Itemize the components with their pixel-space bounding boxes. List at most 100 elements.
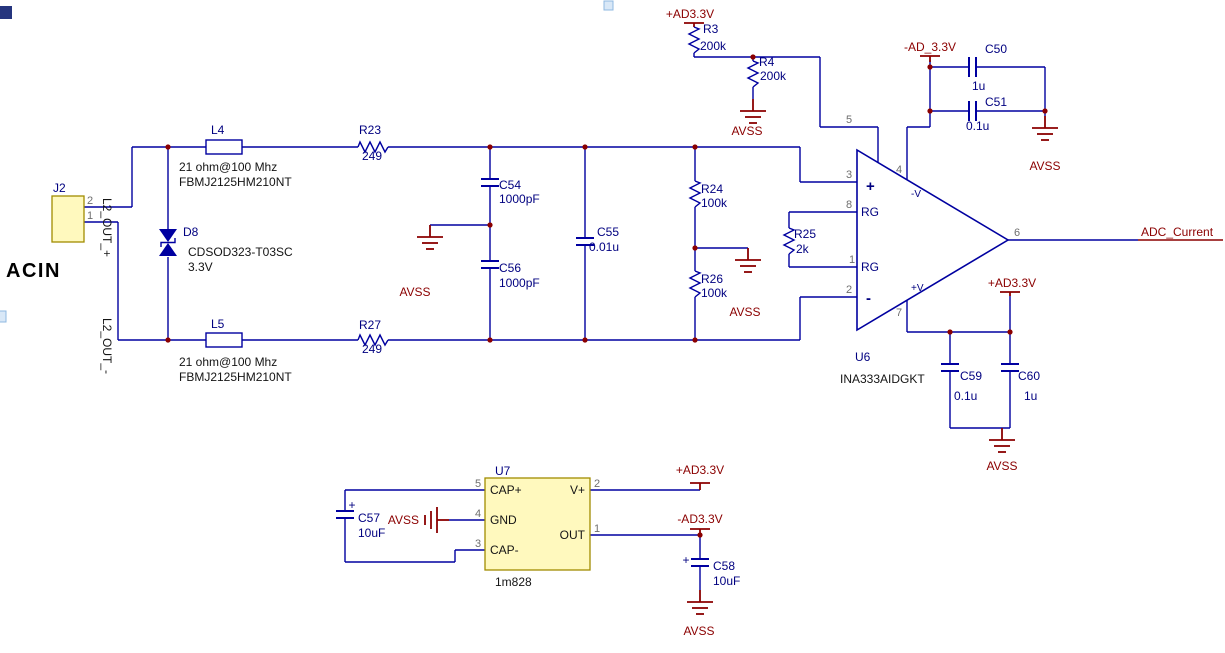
r23-zigzag — [357, 140, 389, 154]
c56-ref: C56 — [499, 261, 521, 275]
d8-part: CDSOD323-T03SC — [188, 245, 293, 259]
r25-ref: R25 — [794, 227, 816, 241]
l5-body[interactable] — [205, 332, 243, 348]
c57-value: 10uF — [358, 526, 385, 540]
resistor-r24[interactable]: R24 100k — [688, 180, 728, 210]
gnd-label-divider: AVSS — [731, 124, 762, 138]
d8-ref: D8 — [183, 225, 199, 239]
ground-avss-c59-c60[interactable]: AVSS — [986, 428, 1018, 473]
power-port-ad33-u7[interactable]: +AD3.3V — [676, 463, 724, 490]
net-label-acin: ACIN — [6, 260, 61, 282]
resistor-r23[interactable]: R23 249 — [357, 123, 389, 163]
u6-part: INA333AIDGKT — [840, 372, 925, 386]
c59-ref: C59 — [960, 369, 982, 383]
r3-ref: R3 — [703, 22, 719, 36]
u6-pin-name-vneg: -V — [911, 189, 921, 200]
r3-value: 200k — [700, 39, 727, 53]
net-label-ad33-divider: +AD3.3V — [666, 7, 714, 21]
c50-ref: C50 — [985, 42, 1007, 56]
tvs-diode-d8[interactable]: D8 CDSOD323-T03SC 3.3V — [159, 225, 293, 274]
opamp-triangle[interactable] — [856, 148, 1010, 332]
u7-pin2-number: 2 — [594, 478, 600, 490]
r23-ref: R23 — [359, 123, 381, 137]
u7-pin-name-gnd: GND — [490, 513, 517, 527]
power-port-ad33-opamp[interactable]: +AD3.3V — [988, 276, 1036, 296]
u7-part: 1m828 — [495, 575, 532, 589]
ferrite-bead-l4[interactable]: L4 21 ohm@100 Mhz FBMJ2125HM210NT — [179, 123, 292, 189]
u6-ref: U6 — [855, 350, 871, 364]
r24-zigzag — [688, 180, 702, 208]
c60-ref: C60 — [1018, 369, 1040, 383]
r26-value: 100k — [701, 286, 728, 300]
ground-avss-u7-rotated[interactable]: AVSS — [388, 507, 449, 533]
u6-pin-name-minus: - — [866, 290, 871, 307]
r25-zigzag — [782, 227, 796, 255]
c57-polarity: + — [348, 498, 355, 512]
u7-body[interactable] — [484, 477, 591, 571]
gnd-label-c54: AVSS — [399, 285, 430, 299]
l5-part: FBMJ2125HM210NT — [179, 370, 292, 384]
u7-pin-name-cap-neg: CAP- — [490, 543, 519, 557]
ui-artifact-top-center — [603, 0, 614, 11]
capacitor-c54[interactable]: C54 1000pF — [481, 178, 540, 206]
ground-avss-r24-r26[interactable]: AVSS — [729, 248, 761, 319]
power-port-ad33neg-u7[interactable]: -AD3.3V — [677, 512, 723, 535]
l4-body[interactable] — [205, 139, 243, 155]
ui-artifact-left-edge — [0, 310, 7, 323]
u6-pin5-number: 5 — [846, 114, 852, 126]
d8-tvs-bar — [160, 238, 176, 247]
power-port-ad33neg-top[interactable]: -AD_3.3V — [904, 40, 956, 62]
c51-value: 0.1u — [966, 119, 989, 133]
ground-avss-c50-c51[interactable]: AVSS — [1029, 116, 1061, 173]
ground-avss-c54[interactable]: AVSS — [399, 225, 443, 299]
j2-body[interactable] — [51, 195, 85, 243]
l5-desc: 21 ohm@100 Mhz — [179, 355, 277, 369]
resistor-r25[interactable]: R25 2k — [782, 227, 816, 256]
resistor-r26[interactable]: R26 100k — [688, 270, 728, 300]
capacitor-c55[interactable]: C55 0.01u — [576, 225, 619, 254]
ground-avss-c58[interactable]: AVSS — [683, 590, 715, 638]
d8-top-triangle — [159, 229, 177, 242]
ground-avss-divider[interactable]: AVSS — [731, 99, 766, 138]
u7-pin3-number: 3 — [475, 538, 481, 550]
r4-ref: R4 — [759, 55, 775, 69]
u6-pin4-number: 4 — [896, 164, 902, 176]
capacitor-c56[interactable]: C56 1000pF — [481, 260, 540, 290]
gnd-label-c50-c51: AVSS — [1029, 159, 1060, 173]
l4-ref: L4 — [211, 123, 225, 137]
capacitor-c60[interactable]: C60 1u — [1001, 363, 1040, 403]
u7-pin-name-vpos: V+ — [570, 483, 585, 497]
resistor-r27[interactable]: R27 249 — [357, 318, 389, 356]
junction-dots — [165, 54, 1048, 538]
capacitor-c51[interactable]: C51 0.1u — [966, 95, 1007, 133]
ferrite-bead-l5[interactable]: L5 21 ohm@100 Mhz FBMJ2125HM210NT — [179, 317, 292, 384]
r26-zigzag — [688, 270, 702, 298]
r27-ref: R27 — [359, 318, 381, 332]
opamp-u6[interactable]: + - RG RG -V +V 5 3 8 1 2 4 7 6 U6 INA33… — [840, 114, 1223, 386]
u6-pin2-number: 2 — [846, 284, 852, 296]
charge-pump-u7[interactable]: U7 1m828 CAP+ GND CAP- V+ OUT 5 4 3 2 1 — [475, 464, 600, 589]
power-port-ad33-divider[interactable]: +AD3.3V — [666, 7, 714, 27]
u6-pin8-number: 8 — [846, 199, 852, 211]
capacitor-c50[interactable]: C50 1u — [968, 42, 1007, 93]
wires[interactable] — [84, 53, 1046, 590]
c57-ref: C57 — [358, 511, 380, 525]
net-label-ad33-u7: +AD3.3V — [676, 463, 724, 477]
gnd-label-c58: AVSS — [683, 624, 714, 638]
connector-j2[interactable]: J2 2 1 — [51, 181, 93, 243]
resistor-r4[interactable]: R4 200k — [746, 55, 787, 88]
u6-pin-name-vpos: +V — [911, 283, 924, 294]
capacitor-c59[interactable]: C59 0.1u — [941, 363, 982, 403]
net-label-ad33-opamp: +AD3.3V — [988, 276, 1036, 290]
l5-ref: L5 — [211, 317, 225, 331]
capacitor-c58[interactable]: + C58 10uF — [682, 553, 740, 588]
c54-ref: C54 — [499, 178, 521, 192]
capacitor-c57[interactable]: + C57 10uF — [336, 498, 385, 540]
c59-value: 0.1u — [954, 389, 977, 403]
resistor-r3[interactable]: R3 200k — [687, 22, 727, 54]
l4-part: FBMJ2125HM210NT — [179, 175, 292, 189]
j2-ref: J2 — [53, 181, 66, 195]
u6-pin1-number: 1 — [849, 254, 855, 266]
